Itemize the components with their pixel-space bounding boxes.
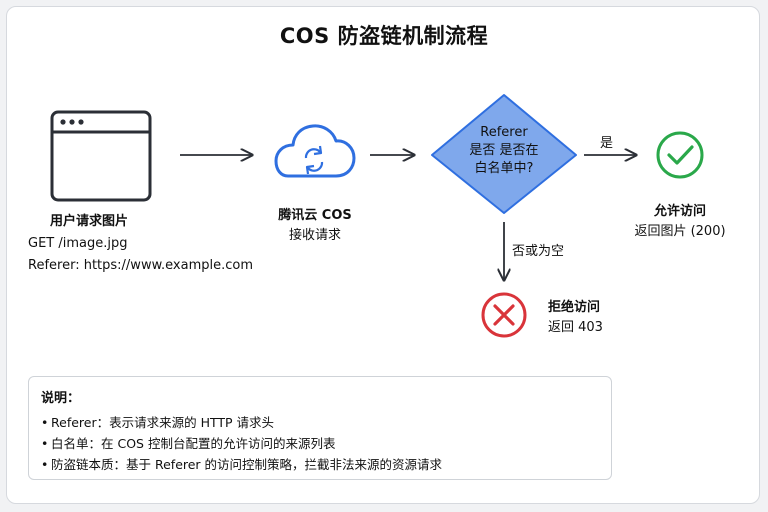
- user-node-request-line: GET /image.jpg: [28, 236, 128, 251]
- no-edge-label: 否或为空: [512, 244, 565, 259]
- cos-node-title-text: 腾讯云 COS: [278, 208, 352, 223]
- decision-line-2: 是否 是否在: [469, 143, 539, 158]
- user-node-title-text: 用户请求图片: [50, 214, 129, 229]
- notes-list: •Referer：表示请求来源的 HTTP 请求头 •白名单：在 COS 控制台…: [41, 412, 599, 475]
- notes-box: 说明： •Referer：表示请求来源的 HTTP 请求头 •白名单：在 COS…: [28, 376, 612, 480]
- x-circle-icon: [481, 292, 527, 338]
- notes-item-text: Referer：表示请求来源的 HTTP 请求头: [51, 415, 275, 430]
- user-node-referer-line: Referer: https://www.example.com: [28, 258, 253, 273]
- bullet-icon: •: [41, 415, 49, 430]
- cos-node-subtitle: 接收请求: [288, 228, 341, 243]
- bullet-icon: •: [41, 436, 49, 451]
- deny-node-subtitle: 返回 403: [548, 320, 603, 335]
- notes-item: •Referer：表示请求来源的 HTTP 请求头: [41, 412, 599, 433]
- decision-line-3: 白名单中?: [474, 161, 534, 176]
- browser-window-icon: [50, 110, 152, 202]
- allow-node-title-text: 允许访问: [653, 204, 706, 219]
- user-node-title: 用户请求图片: [50, 212, 128, 231]
- yes-edge-label: 是: [600, 136, 614, 151]
- cos-node-title: 腾讯云 COS: [258, 206, 372, 225]
- allow-node-title: 允许访问: [626, 202, 734, 221]
- allow-node-subtitle: 返回图片 (200): [634, 224, 726, 239]
- cloud-sync-icon: [274, 124, 356, 178]
- page-title: COS 防盗链机制流程: [279, 24, 489, 48]
- deny-node-title: 拒绝访问: [548, 298, 600, 317]
- bullet-icon: •: [41, 457, 49, 472]
- notes-item: •防盗链本质：基于 Referer 的访问控制策略，拦截非法来源的资源请求: [41, 454, 599, 475]
- notes-title: 说明：: [41, 391, 81, 406]
- decision-diamond: [431, 94, 577, 214]
- check-circle-icon: [656, 131, 704, 179]
- notes-item: •白名单：在 COS 控制台配置的允许访问的来源列表: [41, 433, 599, 454]
- decision-line-1: Referer: [480, 125, 528, 140]
- decision-label: Referer 是否 是否在 白名单中?: [444, 124, 564, 178]
- notes-item-text: 白名单：在 COS 控制台配置的允许访问的来源列表: [51, 436, 336, 451]
- notes-item-text: 防盗链本质：基于 Referer 的访问控制策略，拦截非法来源的资源请求: [51, 457, 443, 472]
- deny-node-title-text: 拒绝访问: [548, 300, 601, 315]
